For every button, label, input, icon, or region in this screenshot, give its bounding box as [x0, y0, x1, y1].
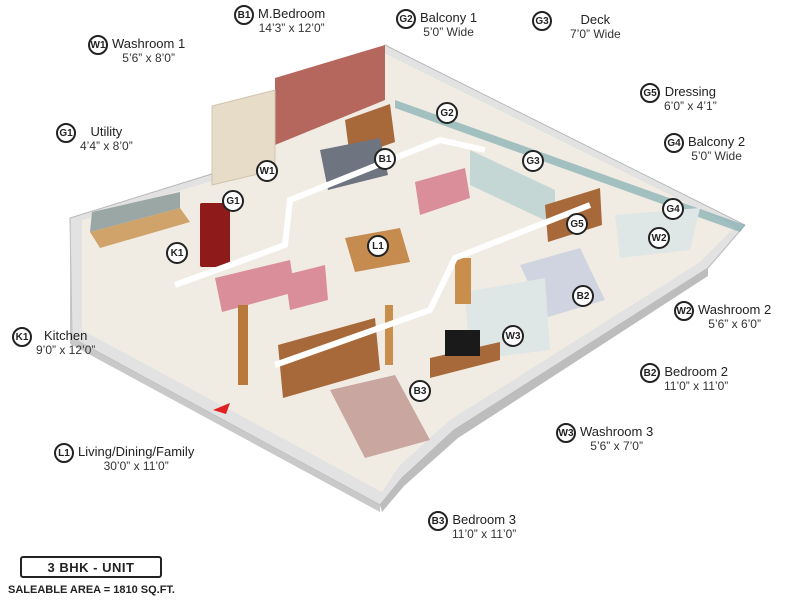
room-name: Bedroom 2 — [664, 364, 728, 379]
room-dims: 5’0” Wide — [423, 25, 474, 39]
room-code-badge: K1 — [12, 327, 32, 347]
room-name: Balcony 1 — [420, 10, 478, 25]
refrigerator — [200, 203, 230, 267]
room-code-badge: W2 — [674, 301, 694, 321]
room-code-badge: W1 — [88, 35, 108, 55]
main-door — [238, 305, 248, 385]
living-sofa-2 — [215, 260, 295, 312]
room-name: Dressing — [664, 84, 716, 99]
room-code-badge: B3 — [428, 511, 448, 531]
kitchen-backsplash — [90, 192, 180, 232]
room-name: Living/Dining/Family — [78, 444, 195, 459]
door-b2 — [455, 258, 471, 304]
room-dims: 5’6” x 7’0” — [590, 439, 643, 453]
saleable-area: SALEABLE AREA = 1810 SQ.FT. — [8, 584, 175, 596]
room-name: M.Bedroom — [258, 6, 326, 21]
room-dims: 14’3” x 12’0” — [258, 21, 325, 35]
room-dims: 5’0” Wide — [691, 149, 742, 163]
room-name: Deck — [580, 12, 611, 27]
room-dims: 11’0” x 11’0” — [452, 527, 517, 541]
room-name: Kitchen — [44, 328, 88, 343]
room-dims: 11’0” x 11’0” — [664, 379, 729, 393]
room-code-badge: B1 — [234, 5, 254, 25]
room-name: Washroom 3 — [580, 424, 654, 439]
room-dims: 30’0” x 11’0” — [103, 459, 169, 473]
living-sofa-1 — [415, 168, 470, 215]
balcony-railing — [395, 100, 745, 232]
room-name: Utility — [90, 124, 123, 139]
interior-walls — [173, 136, 486, 288]
bedroom3-bed — [330, 375, 430, 458]
room-code-badge: B2 — [640, 363, 660, 383]
room-code-badge: G2 — [396, 9, 416, 29]
mbed — [320, 138, 388, 190]
door-b3 — [385, 305, 393, 365]
plan-marker-g5: G5 — [566, 213, 588, 235]
tv-screen — [445, 330, 480, 356]
tv-unit — [430, 342, 500, 378]
room-code-badge: L1 — [54, 443, 74, 463]
room-dims: 4’4” x 8’0” — [80, 139, 133, 153]
room-name: Washroom 2 — [698, 302, 772, 317]
plan-marker-g3: G3 — [522, 150, 544, 172]
plan-marker-g2: G2 — [436, 102, 458, 124]
plan-marker-b3: B3 — [409, 380, 431, 402]
entry-arrow — [213, 403, 230, 414]
room-code-badge: G5 — [640, 83, 660, 103]
plan-marker-w1: W1 — [256, 160, 278, 182]
room-name: Balcony 2 — [688, 134, 746, 149]
plan-marker-g4: G4 — [662, 198, 684, 220]
plan-marker-w2: W2 — [648, 227, 670, 249]
room-dims: 9’0” x 12’0” — [36, 343, 96, 357]
plan-marker-w3: W3 — [502, 325, 524, 347]
washroom3-floor — [465, 278, 550, 360]
deck-glass — [470, 150, 555, 225]
room-name: Bedroom 3 — [452, 512, 516, 527]
plan-marker-g1: G1 — [222, 190, 244, 212]
room-dims: 5’6” x 6’0” — [708, 317, 761, 331]
outer-wall-bottom — [380, 268, 708, 512]
room-dims: 6’0” x 4’1” — [664, 99, 717, 113]
living-sofa-3 — [285, 265, 328, 310]
room-code-badge: G1 — [56, 123, 76, 143]
room-dims: 7’0” Wide — [570, 27, 621, 41]
unit-type-box: 3 BHK - UNIT — [20, 556, 162, 578]
plan-marker-l1: L1 — [367, 235, 389, 257]
plan-marker-b1: B1 — [374, 148, 396, 170]
room-code-badge: G3 — [532, 11, 552, 31]
interior-walls-2 — [273, 202, 592, 368]
room-name: Washroom 1 — [112, 36, 186, 51]
plan-marker-b2: B2 — [572, 285, 594, 307]
room-code-badge: W3 — [556, 423, 576, 443]
mbedroom-accent-wall — [275, 45, 385, 145]
room-code-badge: G4 — [664, 133, 684, 153]
room-dims: 5’6” x 8’0” — [122, 51, 175, 65]
kitchen-counter — [90, 208, 190, 248]
plan-marker-k1: K1 — [166, 242, 188, 264]
